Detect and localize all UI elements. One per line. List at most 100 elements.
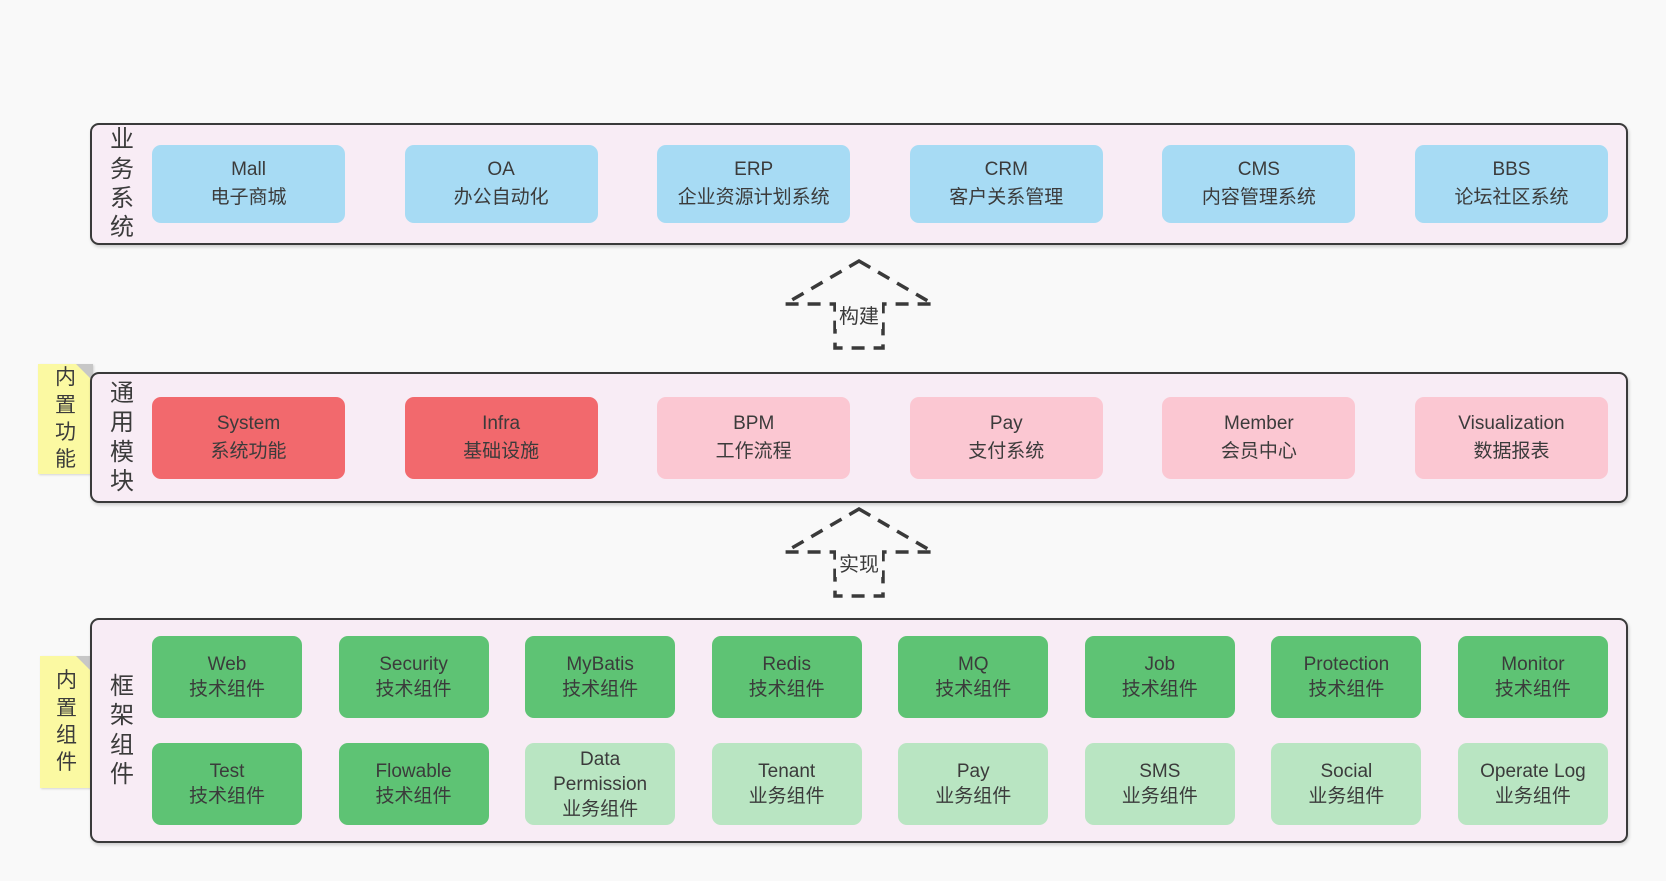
box-infra: Infra 基础设施 (404, 396, 598, 479)
box-subtitle: 技术组件 (562, 679, 639, 700)
modules-boxes-row: System 系统功能 Infra 基础设施 BPM 工作流程 Pay 支付系统… (152, 374, 1626, 501)
folded-corner-icon (76, 364, 93, 381)
arrow-build: 构建 (779, 256, 939, 352)
box-title: Pay (956, 761, 990, 782)
box-subtitle: 企业资源计划系统 (677, 187, 830, 208)
box-title: Member (1224, 412, 1294, 434)
box-title: Operate Log (1480, 761, 1586, 782)
box-title: Redis (762, 654, 811, 675)
box-title: Security (379, 654, 448, 675)
box-data-permission: Data Permission 业务组件 (525, 743, 676, 825)
box-subtitle: 技术组件 (1121, 679, 1198, 700)
box-title: ERP (734, 159, 774, 180)
box-title: SMS (1139, 761, 1181, 782)
box-oa: OA 办公自动化 (404, 145, 598, 223)
box-mybatis: MyBatis 技术组件 (525, 636, 676, 718)
box-protection: Protection 技术组件 (1271, 636, 1422, 718)
note-text: 内置组件 (55, 669, 77, 775)
layer-side-label-text: 业务系统 (110, 126, 134, 242)
box-subtitle: 数据报表 (1473, 440, 1550, 462)
box-title: Mall (231, 159, 266, 180)
folded-corner-icon (76, 656, 93, 673)
box-subtitle: 业务组件 (1121, 786, 1198, 807)
box-subtitle: 业务组件 (748, 786, 825, 807)
box-member: Member 会员中心 (1162, 396, 1356, 479)
box-subtitle: 客户关系管理 (949, 187, 1064, 208)
box-social: Social 业务组件 (1271, 743, 1422, 825)
box-subtitle: 技术组件 (188, 679, 265, 700)
box-subtitle: 工作流程 (715, 440, 792, 462)
layer-side-label: 框架组件 (92, 620, 152, 841)
box-title: CRM (984, 159, 1028, 180)
box-title: CMS (1237, 159, 1280, 180)
box-test: Test 技术组件 (152, 743, 302, 825)
box-subtitle: 技术组件 (1494, 679, 1571, 700)
framework-rows: Web 技术组件 Security 技术组件 MyBatis 技术组件 Redi… (152, 620, 1626, 841)
business-boxes-row: Mall 电子商城 OA 办公自动化 ERP 企业资源计划系统 CRM 客户关系… (152, 125, 1626, 243)
sticky-note-builtin-components: 内置组件 (40, 656, 93, 788)
box-subtitle: 基础设施 (463, 440, 540, 462)
box-pay-module: Pay 支付系统 (909, 396, 1103, 479)
box-title: BPM (733, 412, 775, 434)
box-subtitle: 支付系统 (968, 440, 1045, 462)
arrow-label: 实现 (836, 548, 882, 577)
box-tenant: Tenant 业务组件 (711, 743, 862, 825)
layer-side-label-text: 框架组件 (110, 672, 134, 788)
layer-common-modules: 通用模块 System 系统功能 Infra 基础设施 BPM 工作流程 Pay… (90, 372, 1628, 503)
box-subtitle: 技术组件 (935, 679, 1012, 700)
box-title: Test (209, 761, 245, 782)
box-title: Pay (989, 412, 1023, 434)
box-pay-component: Pay 业务组件 (898, 743, 1049, 825)
box-visualization: Visualization 数据报表 (1414, 396, 1608, 479)
box-redis: Redis 技术组件 (711, 636, 862, 718)
box-flowable: Flowable 技术组件 (338, 743, 489, 825)
box-subtitle: 系统功能 (210, 440, 287, 462)
box-title: BBS (1492, 159, 1531, 180)
box-job: Job 技术组件 (1084, 636, 1235, 718)
arrow-implement: 实现 (779, 504, 939, 600)
box-title: MQ (957, 654, 989, 675)
note-text: 内置功能 (54, 366, 76, 472)
box-subtitle: 技术组件 (375, 679, 452, 700)
box-title: Monitor (1501, 654, 1565, 675)
framework-row-2: Test 技术组件 Flowable 技术组件 Data Permission … (152, 743, 1608, 825)
box-subtitle: 会员中心 (1220, 440, 1297, 462)
box-subtitle: 业务组件 (1494, 786, 1571, 807)
arrow-label: 构建 (836, 300, 882, 329)
box-mq: MQ 技术组件 (898, 636, 1049, 718)
box-subtitle: 内容管理系统 (1201, 187, 1316, 208)
box-subtitle: 业务组件 (1308, 786, 1385, 807)
layer-side-label-text: 通用模块 (110, 379, 134, 495)
box-title: MyBatis (566, 654, 634, 675)
box-title: Web (207, 654, 247, 675)
box-bbs: BBS 论坛社区系统 (1414, 145, 1608, 223)
sticky-note-builtin-features: 内置功能 (38, 364, 93, 474)
box-subtitle: 技术组件 (748, 679, 825, 700)
box-system: System 系统功能 (152, 396, 345, 479)
box-title: Visualization (1458, 412, 1565, 434)
box-title: Social (1320, 761, 1373, 782)
box-subtitle: 技术组件 (375, 786, 452, 807)
box-subtitle: 技术组件 (188, 786, 265, 807)
box-title: System (216, 412, 281, 434)
box-subtitle: 论坛社区系统 (1454, 187, 1569, 208)
box-title: Infra (482, 412, 521, 434)
box-web: Web 技术组件 (152, 636, 302, 718)
box-sms: SMS 业务组件 (1084, 743, 1235, 825)
box-subtitle: 办公自动化 (453, 187, 549, 208)
box-cms: CMS 内容管理系统 (1162, 145, 1356, 223)
layer-business-systems: 业务系统 Mall 电子商城 OA 办公自动化 ERP 企业资源计划系统 CRM… (90, 123, 1628, 245)
box-subtitle: 电子商城 (210, 187, 287, 208)
box-title: OA (487, 159, 515, 180)
box-monitor: Monitor 技术组件 (1457, 636, 1608, 718)
framework-row-1: Web 技术组件 Security 技术组件 MyBatis 技术组件 Redi… (152, 636, 1608, 718)
box-erp: ERP 企业资源计划系统 (657, 145, 851, 223)
box-subtitle: 业务组件 (935, 786, 1012, 807)
box-subtitle: 业务组件 (562, 798, 639, 820)
box-title: Tenant (758, 761, 816, 782)
box-title: Protection (1303, 654, 1390, 675)
box-title: Data Permission (553, 748, 648, 795)
box-title: Flowable (375, 761, 452, 782)
layer-side-label: 业务系统 (92, 125, 152, 243)
box-security: Security 技术组件 (338, 636, 489, 718)
